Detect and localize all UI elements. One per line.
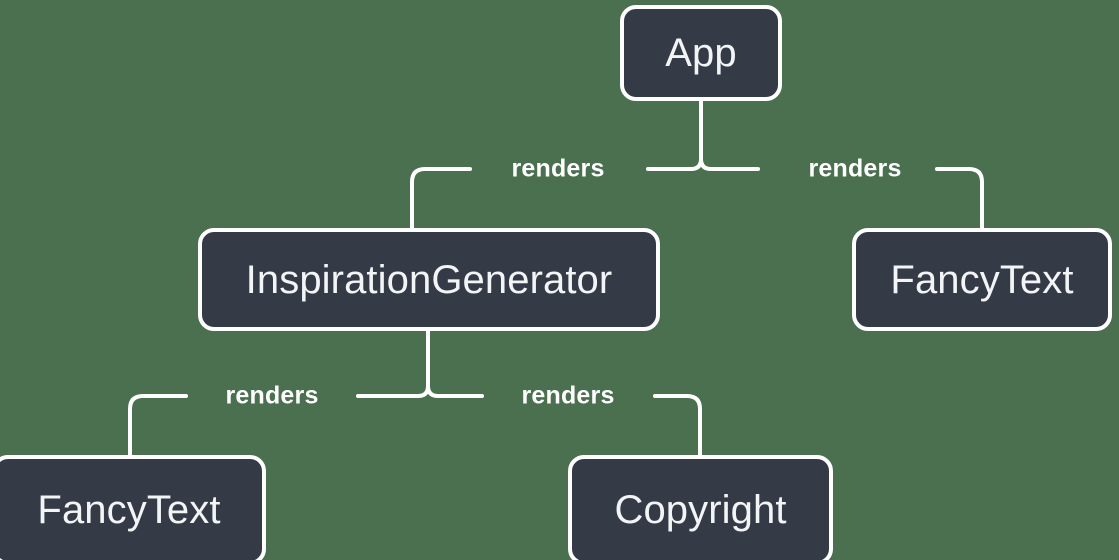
node-fancytext-left-label: FancyText <box>37 488 221 532</box>
node-app[interactable]: App <box>620 5 782 101</box>
node-fancytext-right[interactable]: FancyText <box>852 228 1112 331</box>
edge-label-inspiration-generator-to-fancytext: renders <box>225 381 319 410</box>
edge-inspiration-to-fancytext-elbow <box>128 394 145 457</box>
node-inspiration-generator[interactable]: InspirationGenerator <box>198 228 660 331</box>
edge-app-split-right <box>699 157 713 171</box>
edge-label-app-to-fancytext: renders <box>808 154 902 183</box>
edge-app-to-inspiration-elbow <box>410 167 427 230</box>
node-copyright-label: Copyright <box>614 488 787 532</box>
edge-inspiration-split-right <box>426 384 440 398</box>
node-inspiration-generator-label: InspirationGenerator <box>245 257 613 302</box>
edge-label-inspiration-generator-to-copyright: renders <box>521 381 615 410</box>
edge-app-to-fancytext-elbow <box>967 167 984 230</box>
node-copyright[interactable]: Copyright <box>568 455 833 560</box>
node-fancytext-left[interactable]: FancyText <box>0 455 266 560</box>
node-app-label: App <box>665 31 737 75</box>
edge-inspiration-to-copyright-elbow <box>685 394 702 457</box>
edge-label-app-to-inspiration-generator: renders <box>511 154 605 183</box>
node-fancytext-right-label: FancyText <box>890 257 1074 302</box>
